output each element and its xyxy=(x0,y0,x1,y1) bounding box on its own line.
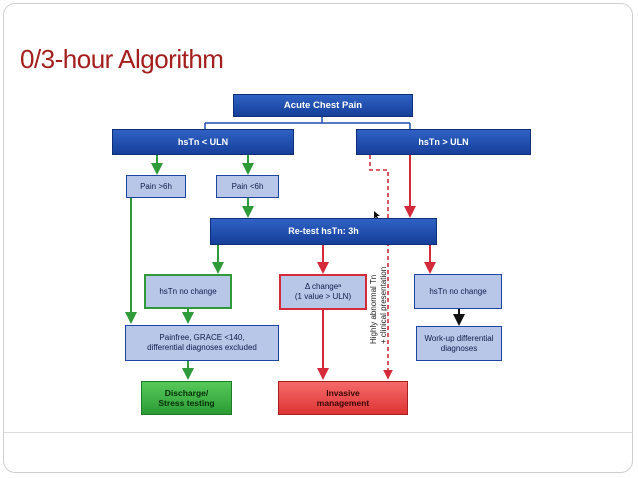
node-no-change-right: hsTn no change xyxy=(414,274,502,309)
discharge-line2: Stress testing xyxy=(158,398,215,408)
painfree-line2: differential diagnoses excluded xyxy=(147,343,257,352)
invasive-line2: management xyxy=(316,398,370,408)
slide-frame xyxy=(3,3,633,473)
node-delta-change: Δ changeᵃ (1 value > ULN) xyxy=(279,274,367,310)
discharge-line1: Discharge/ xyxy=(164,387,209,398)
node-no-change-left: hsTn no change xyxy=(144,274,232,309)
node-hstn-below-uln: hsTn < ULN xyxy=(112,129,294,155)
node-acute-chest-pain: Acute Chest Pain xyxy=(233,94,413,117)
side-label-line2: + clinical presentation xyxy=(379,266,388,344)
workup-line1: Work-up differential xyxy=(424,333,494,343)
node-retest: Re-test hsTn: 3h xyxy=(210,218,437,245)
cursor-icon xyxy=(374,211,380,221)
node-invasive: Invasive management xyxy=(278,381,408,415)
delta-change-line2: (1 value > ULN) xyxy=(294,292,352,301)
slide-divider xyxy=(4,432,633,433)
node-painfree: Painfree, GRACE <140, differential diagn… xyxy=(125,325,279,361)
side-label-line1: Highly abnormal Tn xyxy=(369,274,378,344)
delta-change-line1: Δ changeᵃ xyxy=(304,282,342,292)
dashed-direct-path xyxy=(369,155,393,380)
invasive-line1: Invasive xyxy=(326,387,360,398)
node-workup: Work-up differential diagnoses xyxy=(416,326,502,361)
node-hstn-above-uln: hsTn > ULN xyxy=(356,129,531,155)
workup-line2: diagnoses xyxy=(440,343,478,353)
slide-title: 0/3-hour Algorithm xyxy=(20,44,224,74)
side-label: Highly abnormal Tn + clinical presentati… xyxy=(369,267,389,344)
painfree-line1: Painfree, GRACE <140, xyxy=(159,333,245,343)
node-discharge: Discharge/ Stress testing xyxy=(141,381,232,415)
node-pain-lt-6h: Pain <6h xyxy=(216,175,279,198)
node-pain-gt-6h: Pain >6h xyxy=(126,175,186,198)
